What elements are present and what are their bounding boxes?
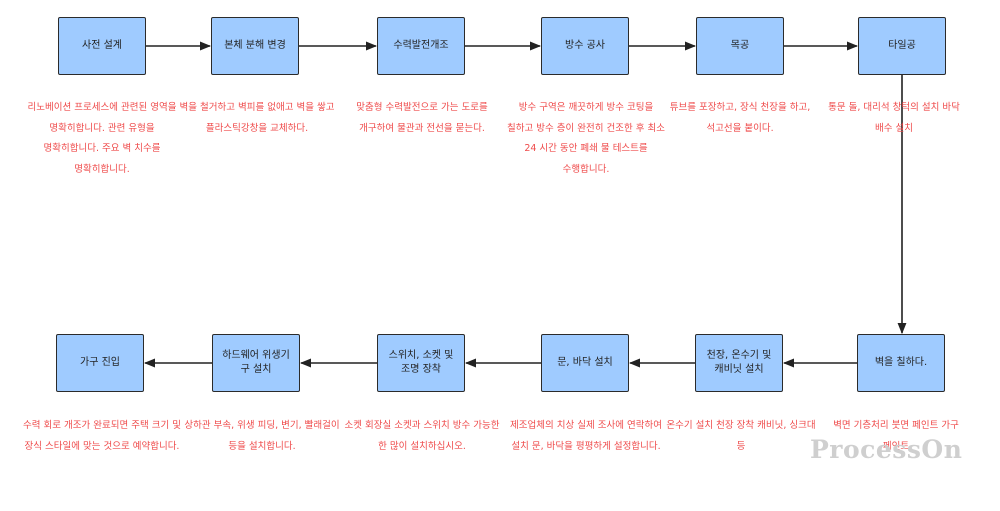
step-node-carpentry[interactable]: 목공 <box>696 17 784 75</box>
step-node-door-floor[interactable]: 문, 바닥 설치 <box>541 334 629 392</box>
step-label: 목공 <box>730 40 750 51</box>
step-node-pre-design[interactable]: 사전 설계 <box>58 17 146 75</box>
step-node-plumbing-electrical[interactable]: 수력발전개조 <box>377 17 465 75</box>
step-description-wall-painting: 벽면 기층처리 붓면 페인트 가구 페인트 <box>833 420 959 452</box>
processon-watermark: ProcessOn <box>810 435 963 464</box>
step-description-switch-lighting: 소켓 회장실 소켓과 스위치 방수 가능한 한 많이 설치하십시오. <box>344 420 500 452</box>
step-label: 본체 분해 변경 <box>224 40 286 51</box>
step-description-structure-change: 벽을 철거하고 벽피를 없애고 벽을 쌓고 플라스틱강창을 교체하다. <box>179 102 335 134</box>
step-node-waterproofing[interactable]: 방수 공사 <box>541 17 629 75</box>
step-node-ceiling-cabinet[interactable]: 천장, 온수기 및 캐비닛 설치 <box>695 334 783 392</box>
step-description-plumbing-electrical: 맞춤형 수력발전으로 가는 도로를 개구하여 물관과 전선을 묻는다. <box>356 102 488 134</box>
step-description-waterproofing: 방수 구역은 깨끗하게 방수 코팅을 칠하고 방수 층이 완전히 건조한 후 최… <box>507 102 665 175</box>
step-description-ceiling-cabinet: 온수기 설치 천장 장착 캐비닛, 싱크대 등 <box>666 420 816 452</box>
step-label: 사전 설계 <box>82 40 122 51</box>
step-node-tiling[interactable]: 타일공 <box>858 17 946 75</box>
step-label: 스위치, 소켓 및 조명 장착 <box>388 350 454 375</box>
step-label: 타일공 <box>888 40 916 51</box>
step-description-tiling: 통문 돌, 대리석 창턱의 설치 바닥 배수 설치 <box>828 102 960 134</box>
step-label: 하드웨어 위생기구 설치 <box>222 350 290 375</box>
step-label: 벽을 칠하다. <box>874 357 928 368</box>
step-label: 가구 진입 <box>80 357 120 368</box>
step-description-hardware-sanitary: 상하관 부속, 위생 피딩, 변기, 빨래걸이 등을 설치합니다. <box>184 420 340 452</box>
step-node-furniture[interactable]: 가구 진입 <box>56 334 144 392</box>
step-node-wall-painting[interactable]: 벽을 칠하다. <box>857 334 945 392</box>
step-node-switch-lighting[interactable]: 스위치, 소켓 및 조명 장착 <box>377 334 465 392</box>
step-description-pre-design: 리노베이션 프로세스에 관련된 영역을 명확히합니다. 관련 유형을 명확히합니… <box>27 102 177 175</box>
step-label: 천장, 온수기 및 캐비닛 설치 <box>706 350 772 375</box>
step-description-carpentry: 튜브를 포장하고, 장식 천장을 하고, 석고선을 붙이다. <box>669 102 811 134</box>
step-node-hardware-sanitary[interactable]: 하드웨어 위생기구 설치 <box>212 334 300 392</box>
step-label: 수력발전개조 <box>393 40 449 51</box>
step-description-door-floor: 제조업체의 치상 실제 조사에 연락하여 설치 문, 바닥을 평평하게 설정합니… <box>510 420 662 452</box>
step-node-structure-change[interactable]: 본체 분해 변경 <box>211 17 299 75</box>
step-description-furniture: 수력 회로 개조가 완료되면 주택 크기 및 장식 스타일에 맞는 것으로 예약… <box>23 420 181 452</box>
step-label: 방수 공사 <box>565 40 605 51</box>
step-label: 문, 바닥 설치 <box>557 357 613 368</box>
